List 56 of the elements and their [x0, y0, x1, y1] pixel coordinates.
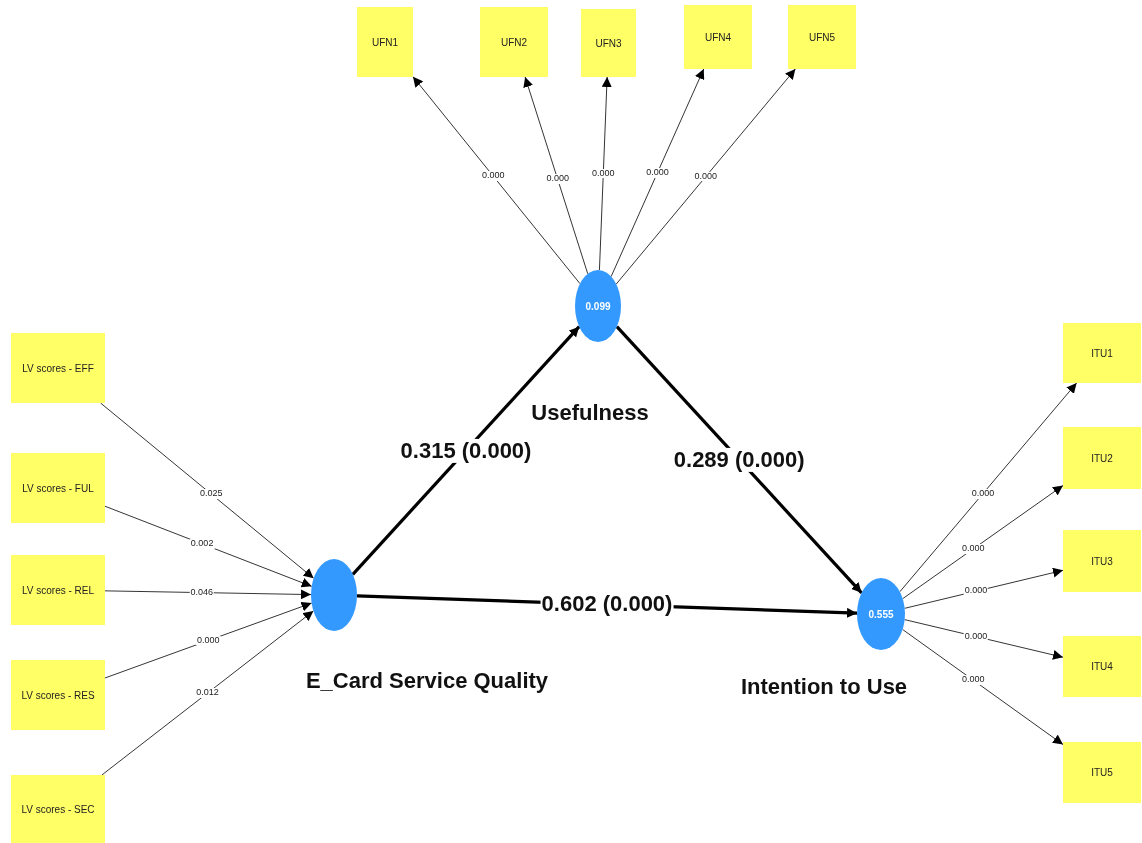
indicator-box [480, 7, 548, 77]
indicator-label: LV scores - EFF [22, 362, 94, 374]
path-coefficient-label: 0.289 (0.000) [672, 447, 806, 472]
path-arrow [351, 325, 581, 576]
indicator-label: UFN3 [595, 37, 622, 49]
indicator-label: LV scores - SEC [21, 803, 95, 815]
indicator-box [581, 9, 636, 77]
indicator-label: LV scores - FUL [22, 482, 94, 494]
indicator-label: ITU2 [1091, 452, 1113, 464]
path-coefficient-label: 0.000 [693, 171, 719, 182]
path-coefficient-label: 0.012 [195, 688, 220, 698]
indicator-label: UFN1 [371, 36, 399, 48]
path-coefficient-label: 0.000 [970, 488, 996, 499]
construct-name: E_Card Service Quality [305, 668, 549, 694]
path-coefficient-label: 0.000 [545, 174, 570, 185]
path-coefficient-label: 0.000 [480, 171, 506, 181]
construct-name: Usefulness [531, 400, 649, 426]
path-coefficient-label: 0.000 [960, 543, 986, 554]
indicator-label: UFN5 [808, 31, 836, 43]
path-arrow [615, 325, 863, 594]
path-coefficient-label: 0.025 [199, 489, 224, 500]
indicator-label: LV scores - RES [21, 689, 95, 701]
indicator-box [684, 5, 752, 69]
indicator-box [11, 333, 105, 403]
path-coefficient-label: 0.000 [963, 586, 989, 597]
path-coefficient-label: 0.000 [591, 168, 616, 179]
path-coefficient-label: 0.000 [645, 167, 670, 178]
indicator-box [11, 555, 105, 625]
r-squared-value: 0.099 [585, 300, 611, 312]
indicator-label: ITU1 [1091, 347, 1113, 359]
indicator-box [1063, 530, 1141, 592]
indicator-box [1063, 323, 1141, 383]
indicator-label: ITU4 [1091, 661, 1113, 672]
path-coefficient-label: 0.000 [960, 675, 986, 686]
path-coefficient-label: 0.000 [963, 631, 989, 642]
path-coefficient-label: 0.046 [189, 587, 215, 598]
indicator-label: UFN4 [704, 31, 732, 43]
indicator-box [1063, 742, 1141, 803]
indicator-box [11, 453, 105, 523]
indicator-label: LV scores - REL [21, 584, 95, 596]
indicator-box [1063, 427, 1141, 489]
indicator-label: ITU5 [1091, 767, 1113, 778]
indicator-label: ITU3 [1091, 555, 1113, 567]
indicator-label: UFN2 [500, 36, 528, 48]
indicator-box [11, 660, 105, 730]
path-coefficient-label: 0.000 [196, 635, 221, 646]
indicator-box [357, 7, 413, 77]
indicator-box [1063, 636, 1141, 697]
indicator-box [788, 5, 856, 69]
latent-variable-circle [575, 270, 621, 342]
r-squared-value: 0.555 [868, 608, 894, 620]
construct-name: Intention to Use [740, 674, 908, 700]
path-coefficient-label: 0.602 (0.000) [540, 592, 674, 617]
indicator-box [11, 775, 105, 843]
path-coefficient-label: 0.002 [189, 538, 215, 549]
path-coefficient-label: 0.315 (0.000) [399, 438, 533, 463]
